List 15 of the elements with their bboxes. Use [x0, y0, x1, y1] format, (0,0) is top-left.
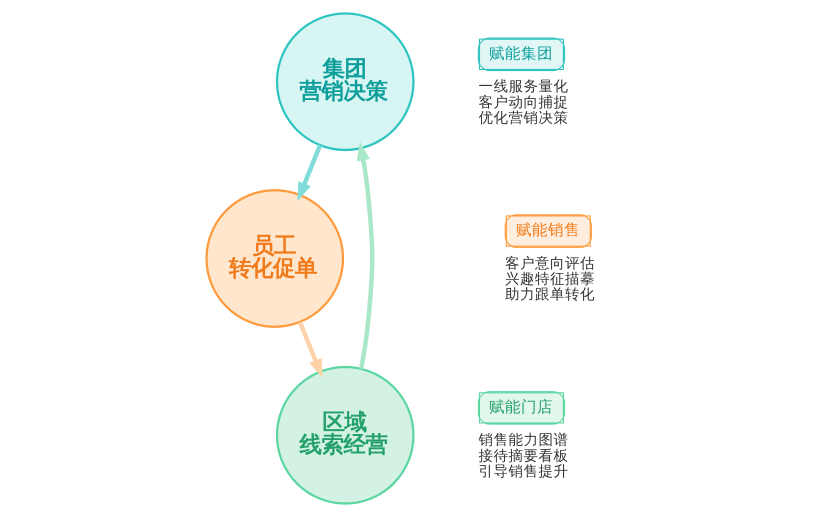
node-circle: 区域线索经营 — [276, 365, 415, 504]
arrow — [356, 140, 375, 369]
node-label: 助力跟单转化 — [505, 286, 596, 303]
node-label: 销售能力图谱 — [478, 432, 568, 448]
node-label: 优化营销决策 — [478, 110, 568, 126]
node-label: 一线服务量化 — [478, 78, 568, 95]
node-label: 客户意向评估 — [505, 255, 596, 272]
node-label: 引导销售提升 — [478, 464, 568, 480]
arrow — [297, 144, 322, 201]
arrow — [298, 320, 323, 378]
node-label: 客户动向捕捉 — [478, 94, 568, 110]
node-circle: 集团营销决策 — [276, 12, 415, 151]
node-circle: 员工转化促单 — [205, 188, 344, 328]
node-label: 接待摘要看板 — [478, 448, 568, 464]
node-label: 兴趣特征描摹 — [505, 271, 596, 288]
